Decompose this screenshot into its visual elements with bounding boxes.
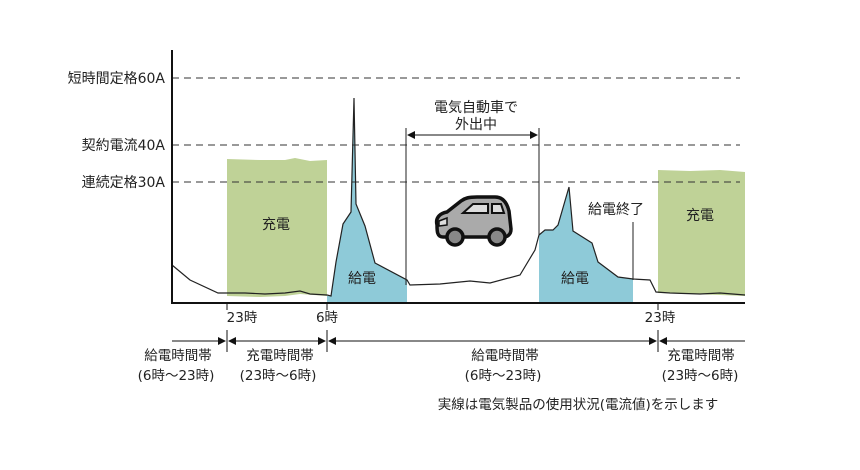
supply-label-1: 給電 <box>348 271 376 287</box>
charge-block-1 <box>227 158 327 297</box>
time-tick-label: 23時 <box>645 310 676 326</box>
charge-block-2 <box>658 170 745 296</box>
supply-end-label: 給電終了 <box>588 202 644 218</box>
period-label: 給電時間帯 <box>144 348 212 364</box>
label-30a: 連続定格30A <box>82 174 166 191</box>
supply-area-1 <box>327 98 407 303</box>
period-label: 充電時間帯 <box>667 348 735 364</box>
time-tick-label: 6時 <box>316 310 339 326</box>
car-icon <box>434 195 513 247</box>
supply-label-2: 給電 <box>561 271 589 287</box>
charge-label-2: 充電 <box>686 208 714 224</box>
label-60a: 短時間定格60A <box>68 71 166 87</box>
period-label: 充電時間帯 <box>246 348 314 364</box>
usage-current-line <box>171 97 746 297</box>
period-label: (6時～23時) <box>465 368 542 384</box>
footnote: 実線は電気製品の使用状況(電流値)を示します <box>438 396 719 413</box>
label-40a: 契約電流40A <box>82 138 166 154</box>
supply-area-2 <box>539 187 633 303</box>
period-label: (23時～6時) <box>240 368 317 384</box>
outing-label-line1: 電気自動車で <box>434 99 518 116</box>
period-label: 給電時間帯 <box>471 348 539 364</box>
outing-label-line2: 外出中 <box>455 117 497 133</box>
charge-label-1: 充電 <box>262 217 290 233</box>
time-tick-label: 23時 <box>227 310 258 326</box>
period-label: (6時～23時) <box>138 368 215 384</box>
period-label: (23時～6時) <box>662 368 739 384</box>
